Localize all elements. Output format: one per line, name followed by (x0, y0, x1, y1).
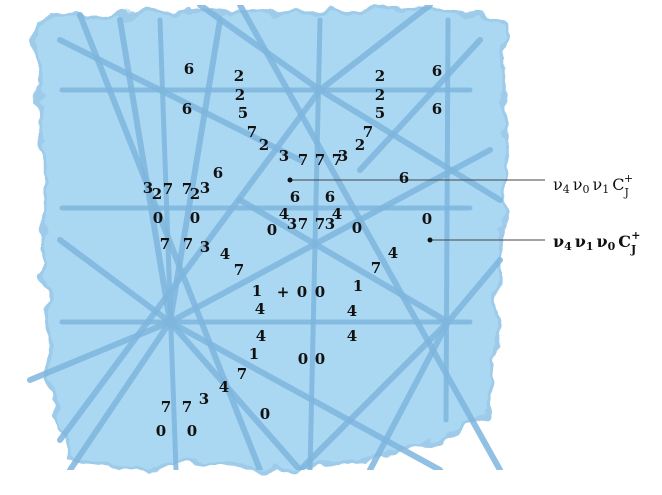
grid-label-m2: 4 (388, 244, 398, 262)
grid-label-n5: 1 (353, 277, 363, 295)
network-line (57, 237, 173, 325)
grid-label-h2: 6 (325, 188, 335, 206)
network-line (167, 319, 443, 470)
callout-2-dot (427, 237, 433, 243)
grid-label-f3: 7 (163, 180, 173, 198)
grid-label-b2: 2 (235, 86, 245, 104)
grid-label-c2: 2 (259, 136, 269, 154)
grid-label-f6: 3 (200, 179, 210, 197)
grid-label-f1: 3 (143, 179, 153, 197)
grid-label-b6: 6 (432, 100, 442, 118)
grid-label-k1: 7 (160, 235, 170, 253)
network-line (237, 5, 503, 470)
grid-label-g2: 0 (190, 209, 200, 227)
grid-label-f2: 2 (152, 185, 162, 203)
grid-label-f4: 7 (182, 180, 192, 198)
grid-label-c4: 2 (355, 136, 365, 154)
network-line (67, 319, 173, 470)
grid-label-m1: 7 (371, 259, 381, 277)
grid-label-n3: 0 (297, 283, 307, 301)
grid-label-n2: + (277, 283, 290, 301)
grid-label-s2: 7 (161, 398, 171, 416)
grid-label-b3: 5 (238, 104, 248, 122)
grid-label-l2: 7 (234, 261, 244, 279)
network-line (357, 37, 483, 173)
grid-label-e1: 6 (213, 164, 223, 182)
grid-label-s1: 3 (199, 390, 209, 408)
grid-label-r2: 4 (219, 378, 229, 396)
grid-label-d4: 7 (332, 151, 342, 169)
grid-label-r1: 7 (237, 365, 247, 383)
network-line (443, 17, 451, 423)
grid-label-b1: 6 (182, 100, 192, 118)
grid-label-x6: 6 (399, 169, 409, 187)
callout-lines (287, 177, 545, 243)
network-line (167, 147, 493, 325)
grid-label-a1: 6 (184, 60, 194, 78)
grid-label-p1: 4 (256, 327, 266, 345)
grid-label-n1: 1 (252, 282, 262, 300)
panel-background (34, 8, 508, 472)
grid-label-q2: 0 (298, 350, 308, 368)
grid-label-t1: 0 (156, 422, 166, 440)
grid-label-i1: 4 (279, 205, 289, 223)
network-line (117, 17, 173, 325)
callout-1-dot (287, 177, 293, 183)
grid-label-s3: 7 (182, 398, 192, 416)
network-line (167, 17, 223, 325)
grid-label-s4: 0 (260, 405, 270, 423)
grid-label-t2: 0 (187, 422, 197, 440)
network-line (57, 37, 303, 163)
grid-label-i2: 3 (287, 215, 297, 233)
grid-label-h1: 6 (290, 188, 300, 206)
network-line (167, 319, 303, 470)
grid-label-o1: 4 (255, 300, 265, 318)
line-network (27, 5, 503, 470)
network-line (317, 5, 433, 93)
grid-label-i5: 3 (325, 215, 335, 233)
grid-label-d3: 7 (315, 151, 325, 169)
grid-label-d1: 3 (279, 147, 289, 165)
network-line (445, 257, 503, 325)
network-line (367, 319, 451, 470)
grid-label-o2: 4 (347, 302, 357, 320)
grid-label-i3: 7 (298, 215, 308, 233)
network-line (297, 319, 451, 470)
grid-label-q1: 1 (249, 345, 259, 363)
grid-label-p2: 4 (347, 327, 357, 345)
grid-label-i6: 4 (332, 205, 342, 223)
grid-label-q3: 0 (315, 350, 325, 368)
grid-label-k2: 7 (183, 235, 193, 253)
grid-label-a3: 2 (375, 67, 385, 85)
grid-label-l1: 4 (220, 245, 230, 263)
grid-label-c3: 7 (363, 123, 373, 141)
grid-label-c1: 7 (247, 123, 257, 141)
grid-label-x0: 0 (422, 210, 432, 228)
grid-label-f5: 2 (190, 185, 200, 203)
grid-label-d5: 3 (338, 147, 348, 165)
grid-label-d2: 7 (298, 151, 308, 169)
network-line (317, 87, 503, 203)
grid-label-b5: 5 (375, 104, 385, 122)
grid-label-b4: 2 (375, 86, 385, 104)
grid-label-i4: 7 (315, 215, 325, 233)
grid-label-k3: 3 (200, 238, 210, 256)
network-line (27, 319, 173, 383)
grid-label-n4: 0 (315, 283, 325, 301)
network-line (237, 197, 451, 325)
grid-label-j2: 0 (352, 219, 362, 237)
grid-label-a2: 2 (234, 67, 244, 85)
grid-label-g1: 0 (153, 209, 163, 227)
grid-label-j1: 0 (267, 221, 277, 239)
grid-label-a4: 6 (432, 62, 442, 80)
painted-panel (34, 8, 508, 472)
